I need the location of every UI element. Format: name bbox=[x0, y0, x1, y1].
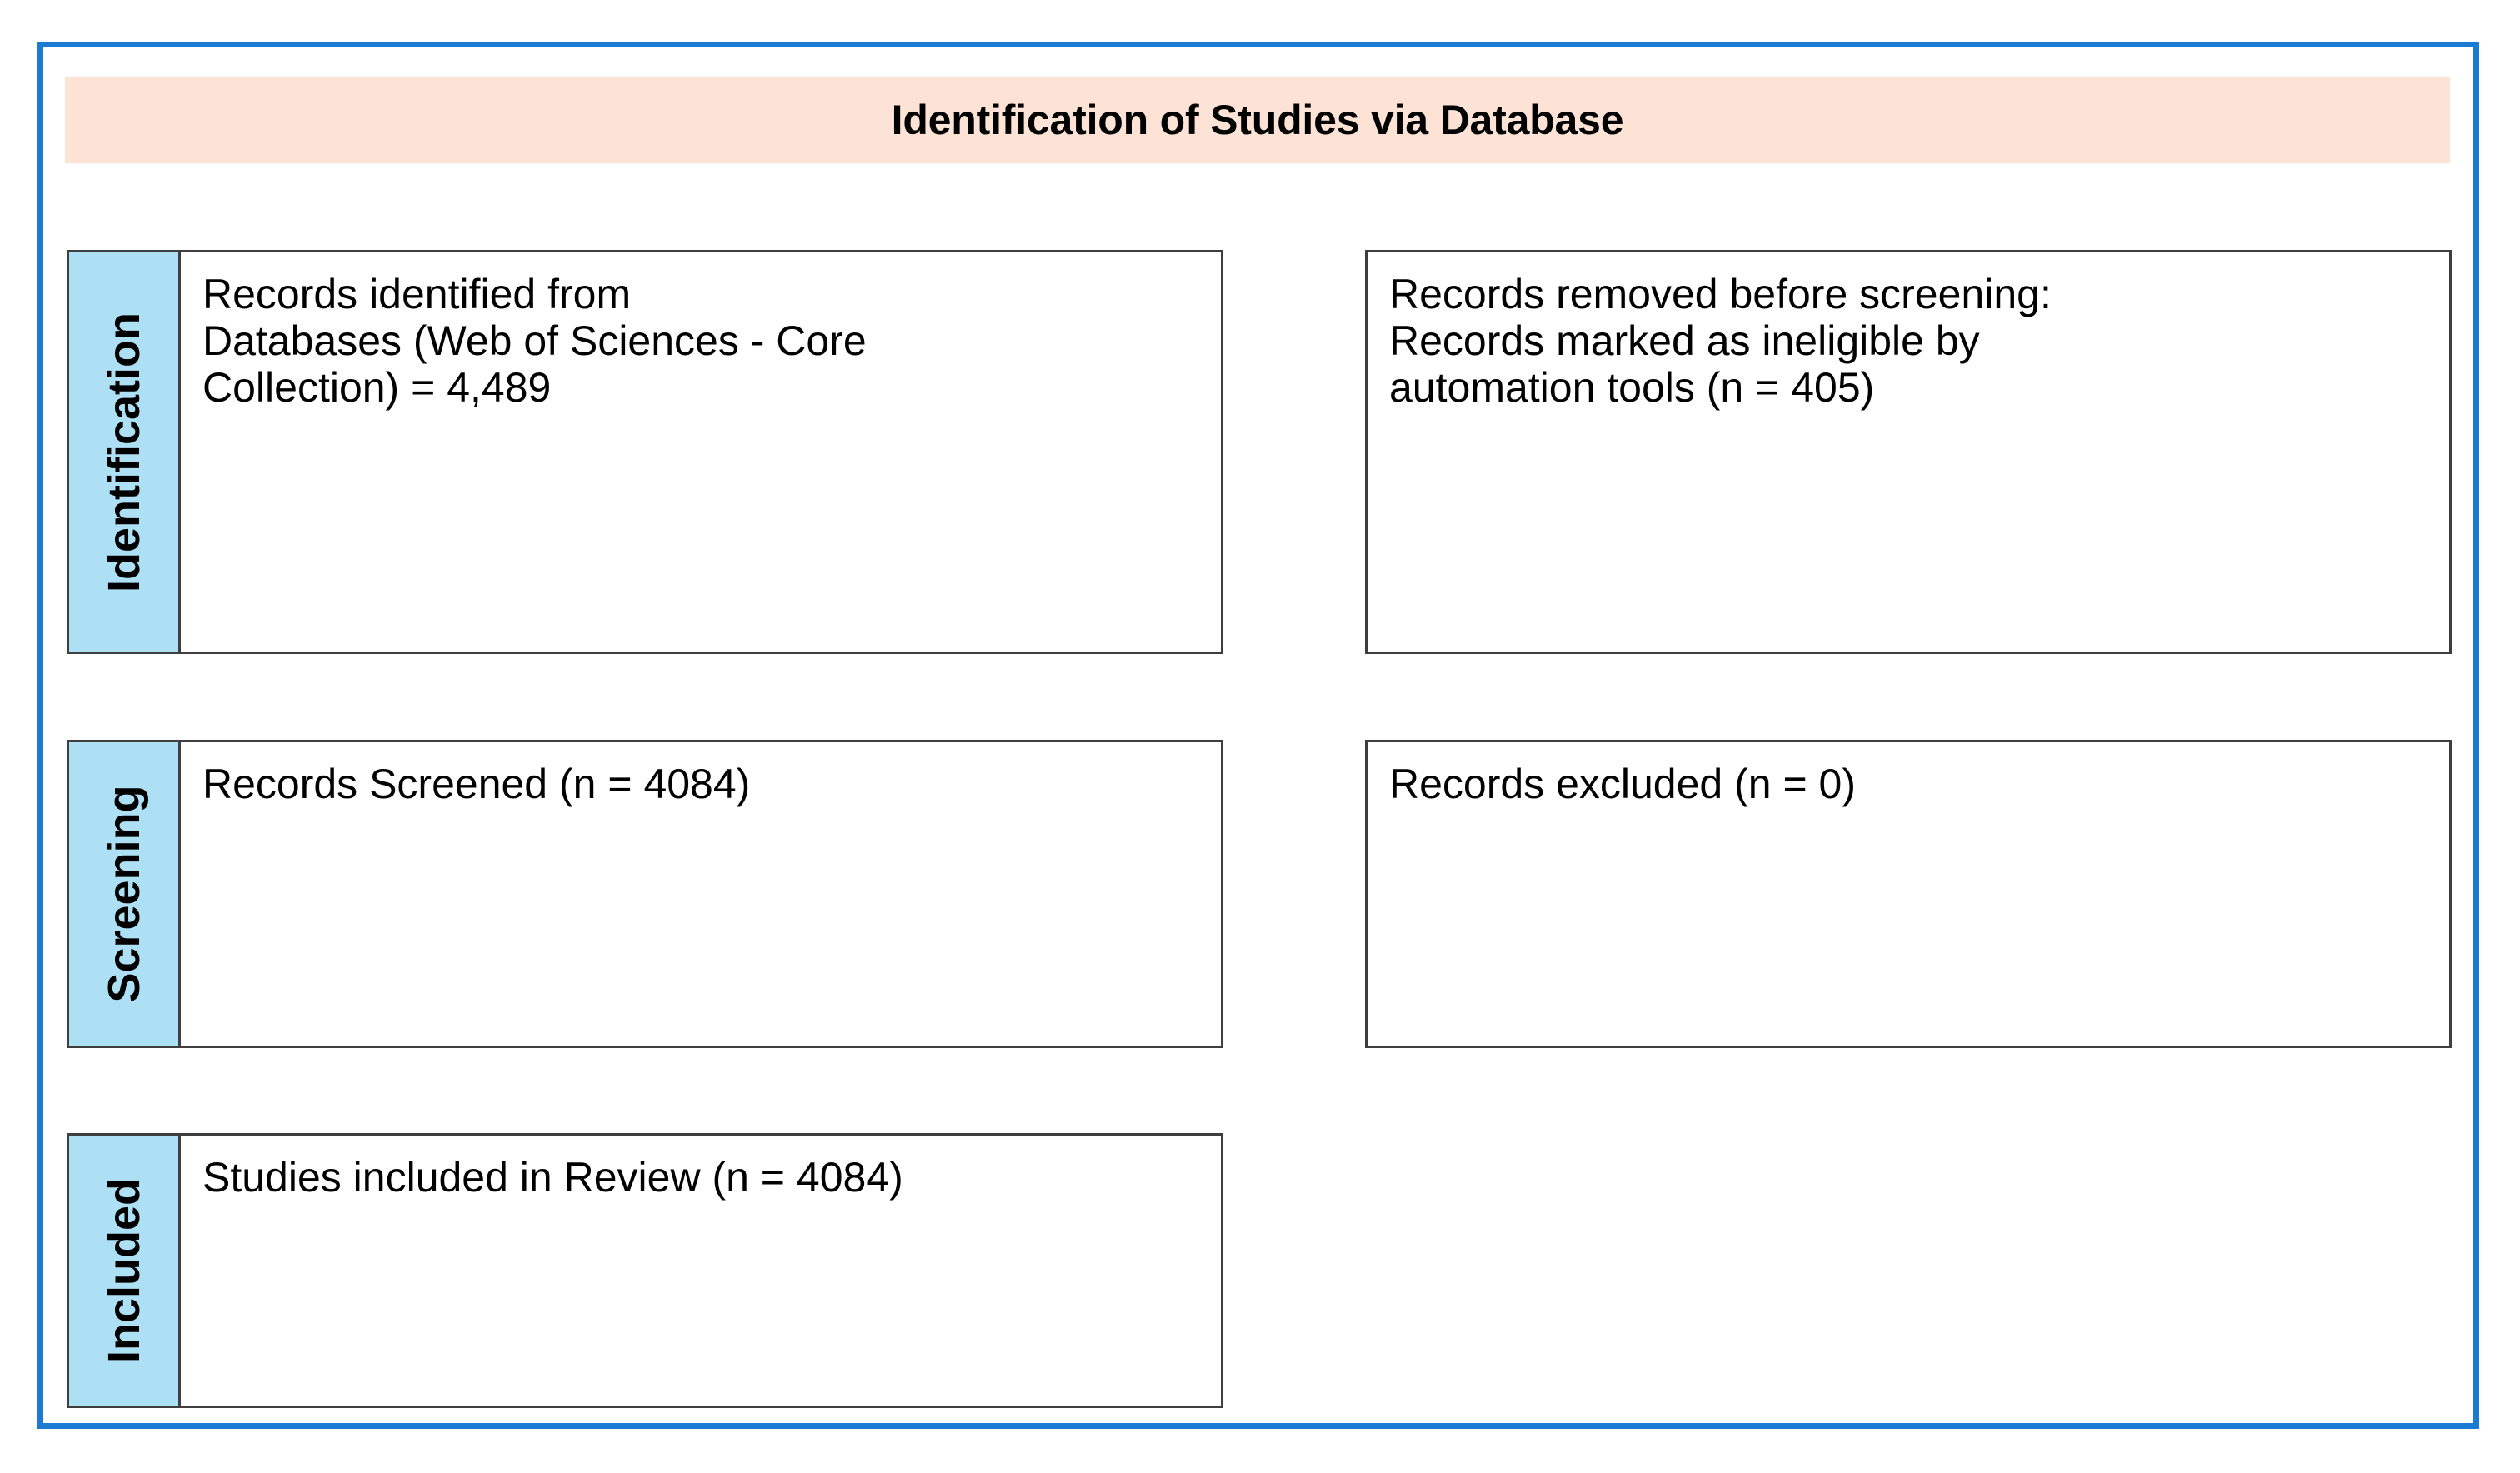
box-studies-included-text: Studies included in Review (n = 4084) bbox=[202, 1154, 903, 1201]
box-records-removed: Records removed before screening: Record… bbox=[1365, 250, 2452, 654]
diagram-header-banner: Identification of Studies via Database bbox=[65, 77, 2450, 163]
box-records-screened: Records Screened (n = 4084) bbox=[178, 740, 1223, 1048]
identification-left-group: Identification Records identified from D… bbox=[67, 250, 1223, 654]
screening-left-group: Screening Records Screened (n = 4084) bbox=[67, 740, 1223, 1048]
box-records-removed-text: Records removed before screening: Record… bbox=[1389, 271, 2052, 411]
stage-tab-included: Included bbox=[67, 1133, 178, 1408]
stage-tab-screening: Screening bbox=[67, 740, 178, 1048]
box-records-identified-text: Records identified from Databases (Web o… bbox=[202, 271, 867, 411]
stage-tab-identification-label: Identification bbox=[98, 312, 149, 592]
stage-tab-included-label: Included bbox=[98, 1177, 149, 1364]
box-records-excluded-text: Records excluded (n = 0) bbox=[1389, 761, 1857, 807]
box-records-identified: Records identified from Databases (Web o… bbox=[178, 250, 1223, 654]
diagram-title: Identification of Studies via Database bbox=[891, 97, 1624, 143]
stage-tab-screening-label: Screening bbox=[98, 785, 149, 1003]
included-left-group: Included Studies included in Review (n =… bbox=[67, 1133, 1223, 1408]
stage-tab-identification: Identification bbox=[67, 250, 178, 654]
box-studies-included: Studies included in Review (n = 4084) bbox=[178, 1133, 1223, 1408]
box-records-screened-text: Records Screened (n = 4084) bbox=[202, 761, 751, 807]
box-records-excluded: Records excluded (n = 0) bbox=[1365, 740, 2452, 1048]
